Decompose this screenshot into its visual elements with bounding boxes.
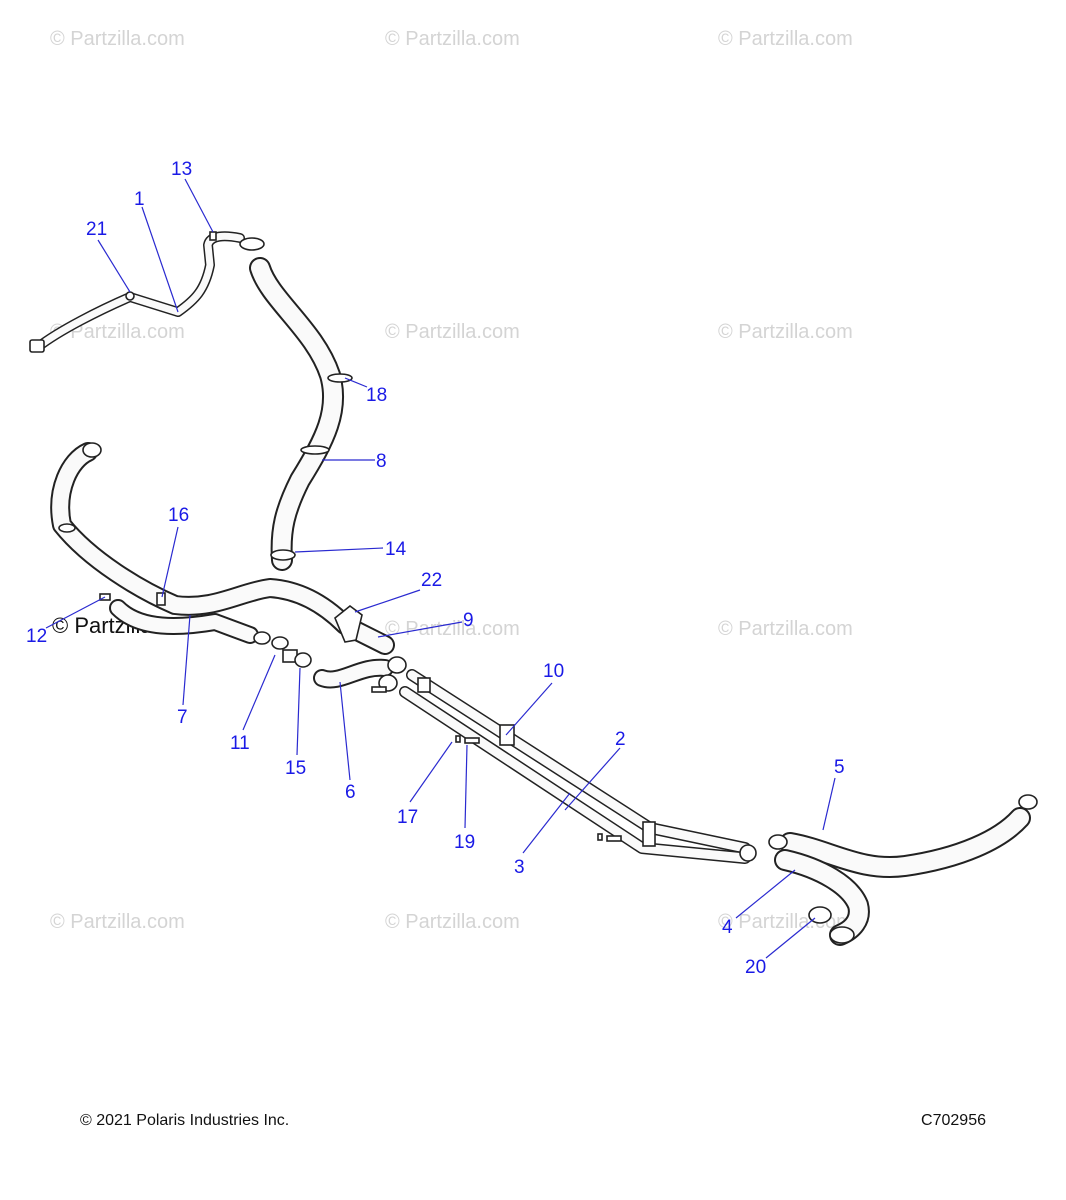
- leader-lines: [45, 178, 836, 959]
- clamp: [271, 636, 289, 650]
- watermark: © Partzilla.com: [718, 321, 853, 343]
- clamp: [739, 844, 757, 862]
- callout-16: 16: [168, 505, 189, 526]
- clamp: [371, 686, 387, 693]
- clamp: [209, 231, 217, 241]
- callout-12: 12: [26, 626, 47, 647]
- callout-layer: 1 2 3 4 5 6 7 8 9 10 11 12 13 14 15 16 1…: [26, 159, 845, 978]
- callout-5: 5: [834, 757, 845, 778]
- copyright-notice: © 2021 Polaris Industries Inc.: [80, 1112, 290, 1129]
- clamp: [417, 677, 431, 693]
- callout-6: 6: [345, 782, 356, 803]
- callout-10: 10: [543, 661, 564, 682]
- clamp: [464, 737, 480, 744]
- clamp: [239, 237, 265, 251]
- watermark: © Partzilla.com: [50, 321, 185, 343]
- callout-3: 3: [514, 857, 525, 878]
- callout-14: 14: [385, 539, 407, 560]
- clamp: [125, 291, 135, 301]
- callout-8: 8: [376, 451, 387, 472]
- callout-17: 17: [397, 807, 418, 828]
- clamp: [270, 549, 296, 561]
- callout-21: 21: [86, 219, 107, 240]
- watermark: © Partzilla.com: [50, 911, 185, 933]
- callout-11: 11: [230, 733, 250, 754]
- watermark: © Partzilla.com: [718, 618, 853, 640]
- watermark: © Partzilla.com: [718, 28, 853, 50]
- clamp: [829, 926, 855, 944]
- watermark: © Partzilla.com: [385, 321, 520, 343]
- callout-7: 7: [177, 707, 188, 728]
- clamp: [294, 652, 312, 668]
- callout-22: 22: [421, 570, 442, 591]
- clamp: [300, 445, 330, 455]
- clamp: [29, 339, 45, 353]
- watermark: © Partzilla.com: [385, 911, 520, 933]
- callout-9: 9: [463, 610, 474, 631]
- callout-20: 20: [745, 957, 766, 978]
- watermark: © Partzilla.com: [50, 28, 185, 50]
- clamp: [642, 821, 656, 847]
- clamp: [455, 735, 461, 743]
- callout-2: 2: [615, 729, 626, 750]
- clamp: [156, 592, 166, 606]
- watermark: © Partzilla.com: [385, 28, 520, 50]
- clamp: [606, 835, 622, 842]
- clamp: [387, 656, 407, 674]
- clamp: [334, 604, 363, 643]
- callout-15: 15: [285, 758, 306, 779]
- fittings-layer: [29, 231, 1038, 944]
- clamp: [253, 631, 271, 645]
- callout-4: 4: [722, 917, 733, 938]
- clamp: [1018, 794, 1038, 810]
- clamp: [768, 834, 788, 850]
- callout-19: 19: [454, 832, 475, 853]
- callout-1: 1: [134, 189, 145, 210]
- callout-18: 18: [366, 385, 387, 406]
- callout-13: 13: [171, 159, 192, 180]
- clamp: [58, 523, 76, 533]
- clamp: [327, 373, 353, 383]
- diagram-id: C702956: [921, 1112, 986, 1129]
- clamp: [597, 833, 603, 841]
- clamp: [82, 442, 102, 458]
- hose-layer: [33, 231, 1031, 946]
- watermark: © Partzilla.com: [385, 618, 520, 640]
